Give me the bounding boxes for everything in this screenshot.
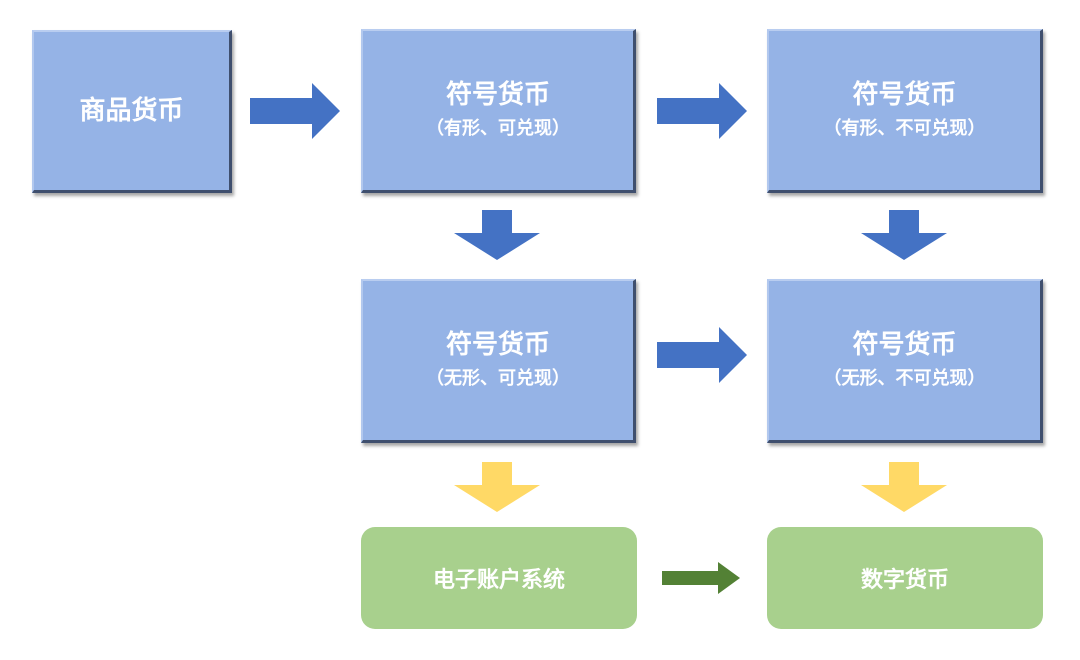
box-commodity-money: 商品货币	[32, 30, 232, 193]
box-title: 商品货币	[79, 96, 184, 126]
box-symbolic-intangible-nonredeemable: 符号货币 （无形、不可兑现）	[767, 279, 1043, 443]
box-title: 数字货币	[860, 568, 949, 593]
box-subtitle: （有形、可兑现）	[426, 117, 570, 139]
box-electronic-account-system: 电子账户系统	[361, 527, 637, 629]
arrow-tangible-to-intangible-redeemable	[454, 210, 540, 260]
box-subtitle: （无形、不可兑现）	[823, 367, 986, 389]
arrow-tangible-to-intangible-nonredeemable	[861, 210, 947, 260]
box-symbolic-tangible-nonredeemable: 符号货币 （有形、不可兑现）	[767, 29, 1043, 193]
arrow-tangible-redeemable-to-nonredeemable	[657, 83, 747, 139]
arrow-to-digital-currency	[861, 462, 947, 512]
box-title: 符号货币	[445, 329, 550, 360]
box-symbolic-intangible-redeemable: 符号货币 （无形、可兑现）	[361, 279, 636, 443]
box-subtitle: （无形、可兑现）	[426, 367, 570, 389]
arrow-to-electronic-account	[454, 462, 540, 512]
box-subtitle: （有形、不可兑现）	[823, 117, 986, 139]
box-title: 符号货币	[852, 329, 957, 360]
arrow-electronic-to-digital	[662, 562, 740, 594]
box-digital-currency: 数字货币	[767, 527, 1043, 629]
box-title: 电子账户系统	[432, 568, 565, 593]
box-title: 符号货币	[445, 79, 550, 110]
arrow-commodity-to-symbolic	[250, 83, 340, 139]
arrow-intangible-redeemable-to-nonredeemable	[657, 327, 747, 383]
box-symbolic-tangible-redeemable: 符号货币 （有形、可兑现）	[361, 29, 636, 193]
box-title: 符号货币	[852, 79, 957, 110]
